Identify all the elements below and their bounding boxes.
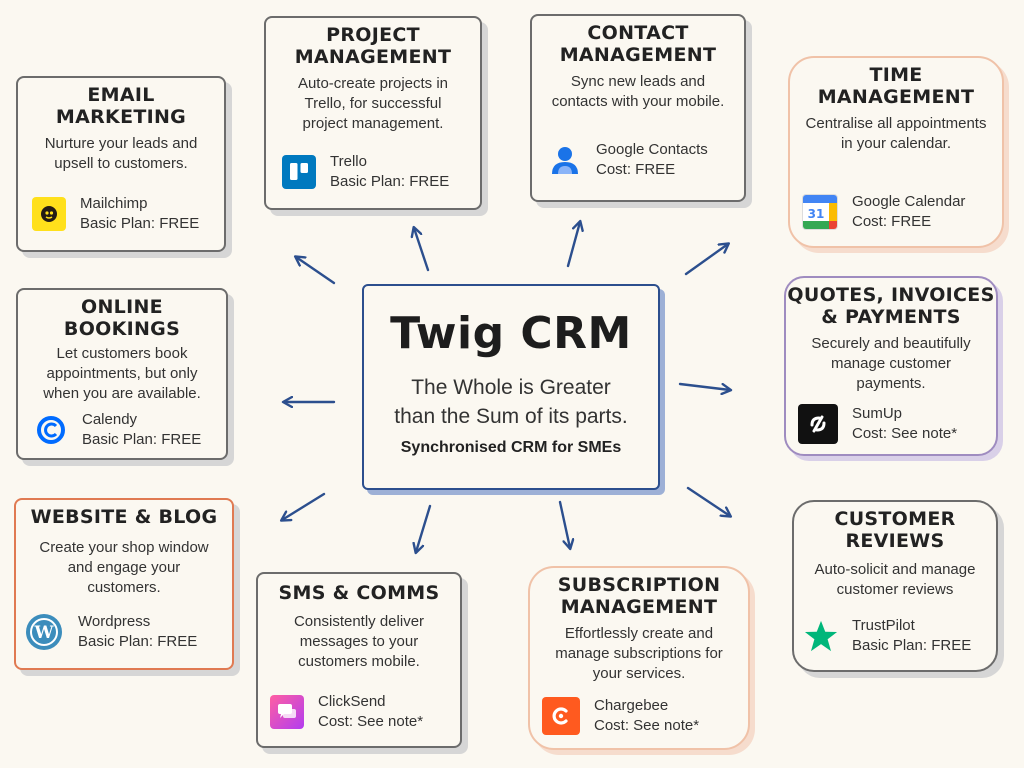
tool-name: Mailchimp bbox=[80, 195, 148, 212]
tool-plan: Cost: See note* bbox=[594, 717, 700, 734]
arrow-project bbox=[414, 228, 430, 272]
arrow-time bbox=[684, 244, 728, 276]
arrow-sms bbox=[416, 504, 432, 552]
tool-name: TrustPilot bbox=[852, 617, 915, 634]
sumup-icon bbox=[798, 404, 838, 444]
tool-name: Google Contacts bbox=[596, 141, 708, 158]
tool-trustpilot: TrustPilot Basic Plan: FREE bbox=[804, 616, 971, 656]
card-quotes-invoices-payments: QUOTES, INVOICES& PAYMENTS Securely and … bbox=[784, 276, 998, 456]
card-title: WEBSITE & BLOG bbox=[30, 506, 218, 528]
card-title: QUOTES, INVOICES& PAYMENTS bbox=[787, 284, 995, 328]
hub-subtitle: Synchronised CRM for SMEs bbox=[400, 439, 622, 456]
tool-google-calendar: 31 Google Calendar Cost: FREE bbox=[802, 192, 965, 232]
tool-google-contacts: Google Contacts Cost: FREE bbox=[548, 140, 708, 180]
tool-plan: Basic Plan: FREE bbox=[852, 637, 972, 654]
hub-tagline: The Whole is Greater than the Sum of its… bbox=[394, 376, 628, 428]
arrow-quotes bbox=[678, 382, 730, 390]
arrow-email bbox=[296, 257, 336, 285]
arrow-contact bbox=[566, 222, 580, 268]
tool-plan: Basic Plan: FREE bbox=[80, 215, 200, 232]
tool-name: Google Calendar bbox=[852, 193, 966, 210]
svg-text:31: 31 bbox=[808, 207, 825, 221]
google-calendar-icon: 31 bbox=[802, 194, 838, 230]
tool-plan: Basic Plan: FREE bbox=[78, 633, 198, 650]
hub-title: Twig CRM bbox=[390, 308, 632, 359]
tool-chargebee: Chargebee Cost: See note* bbox=[542, 696, 699, 736]
tool-plan: Cost: See note* bbox=[852, 425, 958, 442]
tool-name: SumUp bbox=[852, 405, 903, 422]
clicksend-icon bbox=[270, 695, 304, 729]
tool-mailchimp: Mailchimp Basic Plan: FREE bbox=[32, 194, 199, 234]
tool-trello: Trello Basic Plan: FREE bbox=[282, 152, 449, 192]
tool-wordpress: W Wordpress Basic Plan: FREE bbox=[24, 612, 197, 652]
calendly-icon bbox=[34, 413, 68, 447]
trello-icon bbox=[282, 155, 316, 189]
tool-name: Calendy bbox=[82, 411, 138, 428]
center-hub: Twig CRM The Whole is Greater than the S… bbox=[362, 284, 660, 490]
svg-text:W: W bbox=[33, 623, 54, 643]
tool-clicksend: ClickSend Cost: See note* bbox=[270, 692, 423, 732]
tool-plan: Basic Plan: FREE bbox=[82, 431, 202, 448]
google-contacts-icon bbox=[548, 143, 582, 177]
arrow-website bbox=[282, 492, 326, 520]
chargebee-icon bbox=[542, 697, 580, 735]
wordpress-icon: W bbox=[24, 612, 64, 652]
tool-name: ClickSend bbox=[318, 693, 386, 710]
tool-plan: Cost: See note* bbox=[318, 713, 424, 730]
tool-calendly: Calendy Basic Plan: FREE bbox=[34, 410, 201, 450]
tool-name: Trello bbox=[330, 153, 367, 170]
tool-name: Chargebee bbox=[594, 697, 669, 714]
trustpilot-star-icon bbox=[804, 619, 838, 653]
arrow-reviews bbox=[686, 486, 730, 516]
card-title: SMS & COMMS bbox=[278, 582, 440, 604]
tool-name: Wordpress bbox=[78, 613, 151, 630]
tool-sumup: SumUp Cost: See note* bbox=[798, 404, 957, 444]
tool-plan: Cost: FREE bbox=[596, 161, 676, 178]
tool-plan: Basic Plan: FREE bbox=[330, 173, 450, 190]
mailchimp-icon bbox=[32, 197, 66, 231]
arrow-subscription bbox=[558, 500, 570, 548]
tool-plan: Cost: FREE bbox=[852, 213, 932, 230]
